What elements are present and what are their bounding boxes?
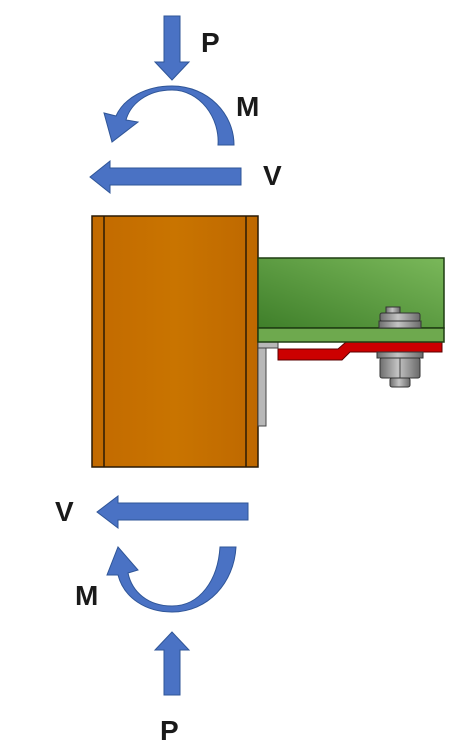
bottom-axial-arrow-icon xyxy=(153,631,191,696)
shim-plate xyxy=(277,341,443,361)
top-moment-label: M xyxy=(236,91,259,122)
bottom-shear-arrow-icon xyxy=(96,494,249,530)
bottom-moment-label: M xyxy=(75,580,98,611)
bottom-moment-arrow-icon xyxy=(106,546,237,613)
seat-angle xyxy=(257,341,279,427)
top-shear-label: V xyxy=(263,160,282,191)
hex-bolt-icon xyxy=(376,306,424,388)
top-axial-label: P xyxy=(201,27,220,58)
top-shear-arrow-icon xyxy=(89,159,242,195)
beam xyxy=(257,257,445,343)
bottom-axial-label: P xyxy=(160,715,179,746)
bottom-shear-label: V xyxy=(55,496,74,527)
top-moment-arrow-icon xyxy=(103,85,235,146)
column xyxy=(91,215,259,468)
top-axial-arrow-icon xyxy=(153,15,191,81)
